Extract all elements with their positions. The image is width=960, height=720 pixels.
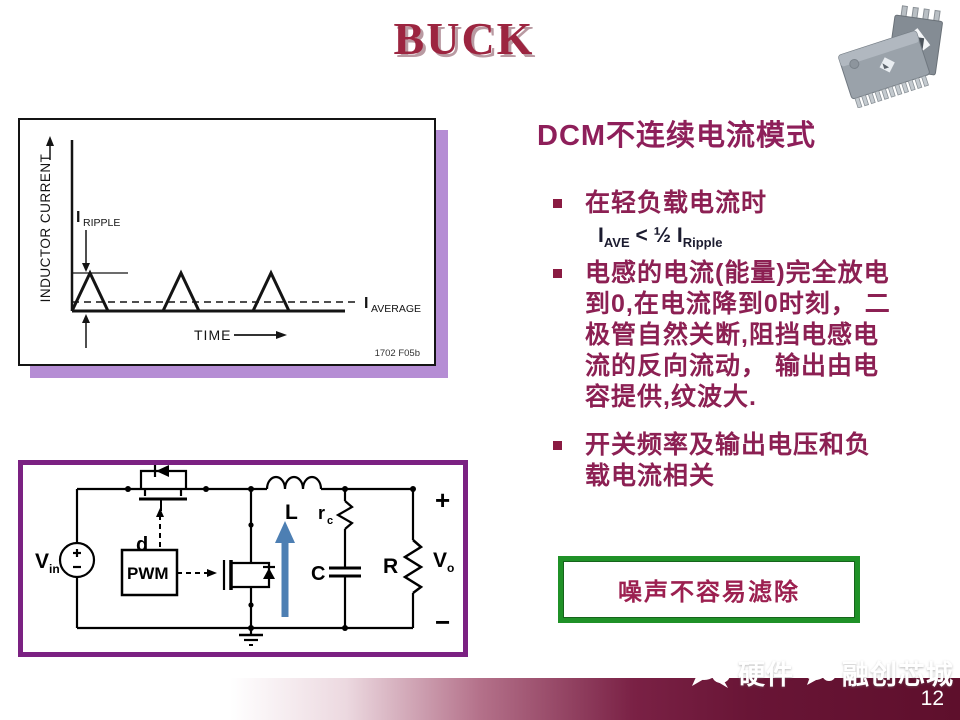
cap-label: C: [311, 563, 325, 585]
arrow-up-icon: [82, 314, 90, 323]
noise-callout-box: 噪声不容易滤除: [558, 556, 860, 623]
arrow-up-icon: [46, 136, 54, 146]
inductor-label: L: [285, 501, 298, 524]
ripple-label: I: [76, 209, 80, 226]
average-label: I: [364, 295, 368, 312]
bullet-item-3: 开关频率及输出电压和负 载电流相关: [553, 430, 871, 492]
bullet-item-2: 电感的电流(能量)完全放电 到0,在电流降到0时刻， 二 极管自然关断,阻挡电感…: [553, 258, 891, 413]
callout-text: 噪声不容易滤除: [618, 579, 800, 606]
formula-sym1: I: [598, 224, 604, 247]
watermark-brand-right: 融创芯城: [842, 659, 954, 690]
page-title: BUCK: [393, 13, 535, 64]
formula-mid: < ½: [629, 224, 677, 247]
y-axis-label: INDUCTOR CURRENT: [38, 154, 53, 303]
chat-bubbles-icon: [690, 658, 730, 688]
diode-icon: [263, 568, 275, 579]
vout-label: V: [433, 549, 447, 572]
diode-icon: [156, 465, 169, 477]
formula-sub2: Ripple: [682, 235, 723, 250]
bullet-item-1: 在轻负载电流时: [553, 188, 767, 219]
esr-label: r: [318, 503, 325, 523]
chip-image: [836, 4, 956, 109]
bullet-text: 电感的电流(能量)完全放电 到0,在电流降到0时刻， 二 极管自然关断,阻挡电感…: [585, 259, 891, 411]
bullet-marker: [553, 269, 562, 278]
vin-label-sub: in: [49, 562, 60, 576]
bullet-marker: [553, 199, 562, 208]
average-label-sub: AVERAGE: [371, 303, 421, 315]
vin-label: V: [35, 550, 49, 573]
buck-circuit-schematic: V in PWM d L r c C R V o + −: [35, 465, 454, 646]
minus-label: −: [435, 607, 450, 637]
esr-label-sub: c: [327, 515, 333, 527]
bullet-text: 开关频率及输出电压和负 载电流相关: [585, 431, 872, 490]
current-formula: IAVE < ½ IRipple: [598, 224, 722, 250]
page-number: 12: [920, 687, 944, 710]
formula-sym2: I: [676, 224, 683, 247]
arrow-right-icon: [276, 331, 287, 339]
circuit-figure: V in PWM d L r c C R V o + −: [18, 460, 468, 657]
load-label: R: [383, 555, 398, 578]
arrow-right-icon: [207, 569, 217, 577]
x-axis-label: TIME: [194, 327, 231, 343]
inductor-current-chart: INDUCTOR CURRENT I RIPPLE I AVERAGE TIME…: [38, 136, 421, 359]
watermark: 硬件 融创芯城: [688, 652, 954, 692]
vout-label-sub: o: [447, 561, 454, 575]
waveform-figure: INDUCTOR CURRENT I RIPPLE I AVERAGE TIME…: [18, 118, 436, 366]
arrow-up-icon: [156, 508, 164, 517]
current-arrow-icon: [275, 521, 295, 617]
watermark-brand-left: 硬件: [738, 659, 794, 690]
bullet-text: 在轻负载电流时: [585, 189, 768, 217]
formula-sub1: AVE: [603, 235, 630, 250]
arrow-down-icon: [82, 263, 90, 272]
duty-label: d: [136, 534, 148, 556]
bullet-marker: [553, 441, 562, 450]
chat-bubble-icon: [803, 660, 836, 685]
ripple-label-sub: RIPPLE: [83, 217, 120, 229]
figure-ref: 1702 F05b: [375, 348, 420, 359]
ic-package-icon: [838, 5, 943, 109]
pwm-label: PWM: [127, 564, 169, 583]
footer-bar: [0, 678, 960, 720]
section-heading: DCM不连续电流模式: [537, 120, 817, 152]
plus-label: +: [435, 485, 450, 515]
